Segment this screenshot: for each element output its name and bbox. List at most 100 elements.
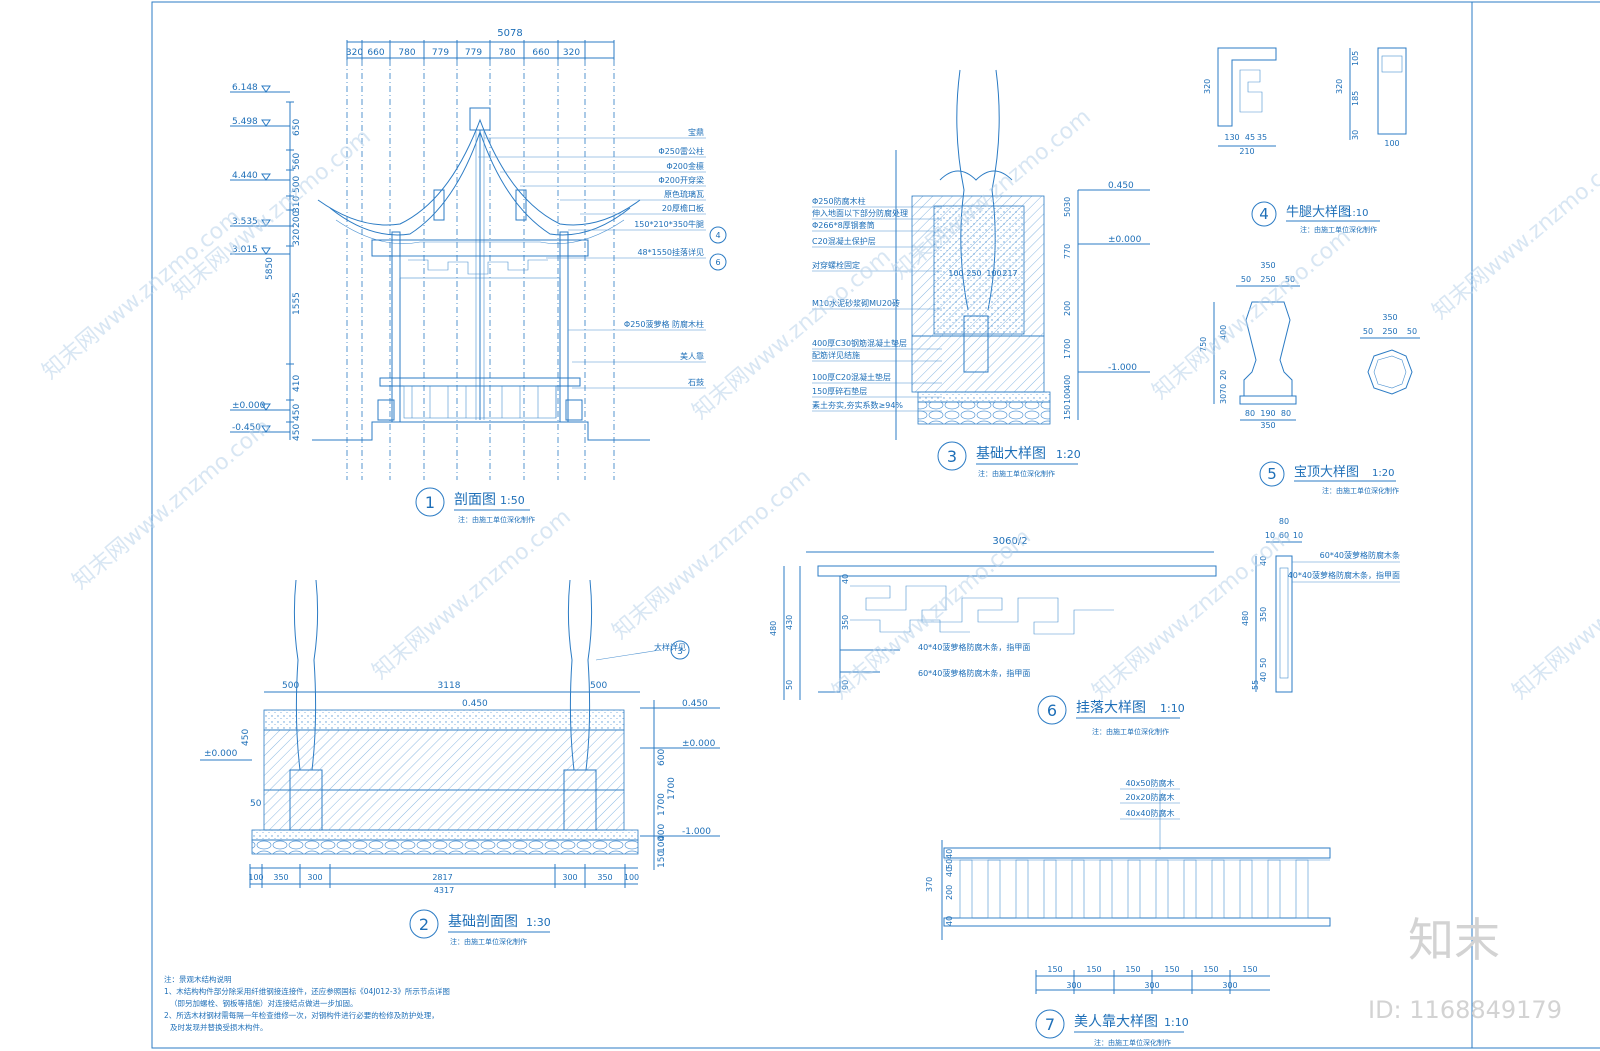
dimension-label: 250 [1382,327,1397,336]
dimension-label: 320 [1335,79,1344,94]
watermark: 知末网www.znzmo.com [1428,144,1600,324]
svg-text:1、木结构构件部分除采用纤维钢接连接件，还应参照国标《04J: 1、木结构构件部分除采用纤维钢接连接件，还应参照国标《04J012-3》所示节点… [164,986,450,996]
svg-text:500: 500 [282,681,299,691]
dimension-label: 250 [1260,275,1275,284]
image-id: ID: 1168849179 [1368,996,1562,1024]
view-2-foundation: 3118 500 500 0.450 大样详见 3 ±0.000 0.450±0… [200,579,720,946]
dimension-label: 30 [1063,197,1072,207]
watermark: 知末网www.znzmo.com [1508,524,1600,704]
bench-slat [1211,859,1225,919]
dimension-label: 150 [1047,965,1062,974]
callout-label: 伸入地面以下部分防腐处理 [812,208,908,218]
dimension-label: 10 [1265,531,1275,540]
dimension-label: 480 [769,621,778,636]
elevation-label: -1.000 [1108,363,1137,373]
dimension-label: 480 [1241,611,1250,626]
dimension-label: 80 [1245,409,1255,418]
svg-text:1:50: 1:50 [500,494,525,507]
column-left [391,231,401,423]
dimension-label: 370 [925,877,934,892]
callout-label: 原色琉璃瓦 [664,189,704,199]
callout-label: Φ200开穿梁 [658,175,704,185]
svg-text:注：由施工单位深化制作: 注：由施工单位深化制作 [458,515,535,524]
bench-top-rail [943,847,1331,859]
wood-post-right [567,579,593,771]
bracket-front [1217,47,1277,127]
dimension-label: 320 [1203,79,1212,94]
dimension-label: 190 [1260,409,1275,418]
bench-slat [1239,859,1253,919]
dimension-label: 35 [1257,133,1267,142]
bench-slat [1183,859,1197,919]
svg-text:5850: 5850 [265,257,275,280]
dimension-label: 4 [715,231,720,240]
callout-label: 400厚C30钢筋混凝土垫层 [812,338,907,348]
elevation-label: ±0.000 [682,739,716,749]
dimension-label: 750 [1199,337,1208,352]
elevation-label: -1.000 [682,827,711,837]
dimension-label: 779 [465,48,482,58]
elevation-label: ±0.000 [1108,235,1142,245]
callout-label: M10水泥砂浆砌MU20砖 [812,298,900,308]
callout-label: Φ266*8厚钢套筒 [812,220,875,230]
dimension-label: 300 [1066,981,1081,990]
callout-label: 40*40菠萝格防腐木条，指甲面 [1288,570,1400,580]
dimension-label: 350 [1260,421,1275,430]
dimension-label: 130 [1224,133,1239,142]
svg-text:大样详见: 大样详见 [654,642,686,652]
svg-text:1: 1 [425,493,435,512]
dimension-label: 1700 [667,777,677,800]
dimension-label: 50 [945,859,954,869]
svg-text:1:10: 1:10 [1164,1016,1189,1029]
dimension-label: 6 [715,258,720,267]
callout-label: 20x20防腐木 [1125,792,1174,802]
svg-text:3: 3 [677,647,683,657]
svg-text:注：由施工单位深化制作: 注：由施工单位深化制作 [1300,225,1377,234]
watermark: 知末网www.znzmo.com [368,504,576,684]
dimension-label: 50 [1241,275,1251,284]
dimension-label: 80 [1279,517,1289,526]
callout-label: 150厚碎石垫层 [812,386,867,396]
dimension-label: 780 [498,48,515,58]
sheet-border [151,1,1600,1049]
dimension-label: 250 [966,269,981,278]
view-7-title: 美人靠大样图 [1074,1014,1158,1030]
callout-label: 48*1550挂落详见 [637,247,704,257]
view-3-foundation-detail: Φ250防腐木柱伸入地面以下部分防腐处理Φ266*8厚钢套筒C20混凝土保护层对… [812,69,1150,478]
dimension-label: 100 [657,836,667,853]
dimension-label: 50 [1063,207,1072,217]
elevation-label: -0.450 [232,423,261,433]
callout-label: Φ250防腐木柱 [812,196,866,206]
view-4-title: 牛腿大样图 [1286,205,1351,220]
dimension-label: 1700 [657,793,667,816]
watermark: 知末网www.znzmo.com [38,204,246,384]
bracket-side [1377,47,1407,135]
elevation-label: 4.440 [232,171,258,181]
finial-plan [1367,349,1413,395]
dimension-label: 30 [1219,394,1228,404]
dimension-label: 150 [1203,965,1218,974]
dimension-label: 300 [307,873,322,882]
dimension-label: 40 [945,849,954,859]
dimension-label: 50 [1285,275,1295,284]
dimension-label: 150 [657,851,667,868]
dimension-label: 40 [1259,556,1268,566]
dimension-label: 660 [532,48,549,58]
dimension-label: 350 [1260,261,1275,270]
dimension-label: 100 [1063,389,1072,404]
svg-text:1:30: 1:30 [526,916,551,929]
dimension-label: 100 [624,873,639,882]
dimension-label: 150 [1242,965,1257,974]
svg-text:注：由施工单位深化制作: 注：由施工单位深化制作 [1094,1038,1171,1047]
callout-label: C20混凝土保护层 [812,236,876,246]
elevation-label: 6.148 [232,83,258,93]
dimension-label: 500 [292,176,302,193]
dimension-label: 100 [248,873,263,882]
bench-slat [1043,859,1057,919]
dimension-label: 90 [841,680,850,690]
dimension-label: 770 [1063,244,1072,259]
dimension-label: 100 [986,269,1001,278]
dimension-label: 10 [1293,531,1303,540]
dimension-label: 150 [1125,965,1140,974]
